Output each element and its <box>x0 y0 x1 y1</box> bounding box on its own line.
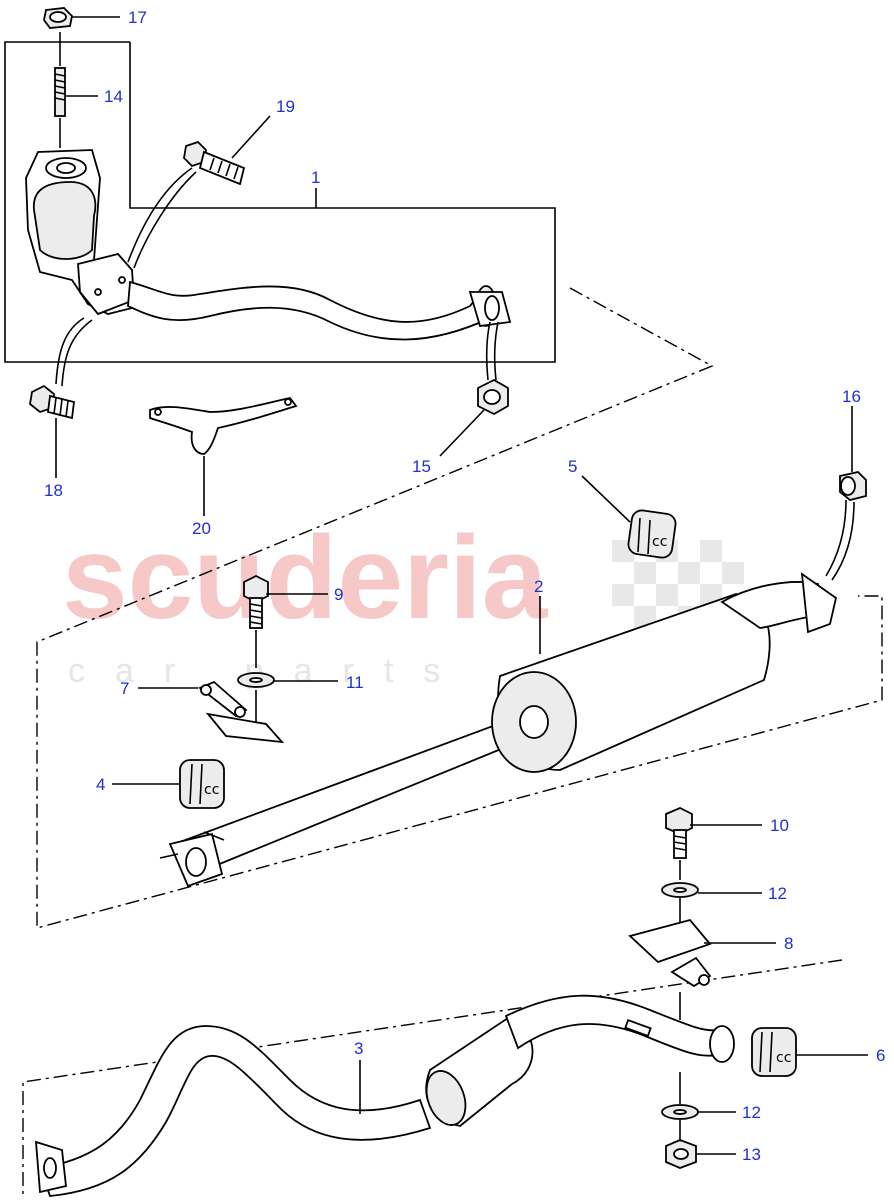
callout-13: 13 <box>742 1145 761 1164</box>
rubber-mounting-icon: cc <box>179 759 225 809</box>
nut-icon <box>43 7 73 29</box>
callout-11: 11 <box>346 673 364 692</box>
leader-18-a <box>55 317 85 385</box>
leader-16-b <box>831 501 855 581</box>
leader-19b <box>133 171 197 269</box>
callout-12-lower: 12 <box>742 1103 761 1122</box>
callout-16: 16 <box>842 387 861 406</box>
nut-icon <box>839 471 867 501</box>
callout-19: 19 <box>276 97 295 116</box>
callout-14: 14 <box>104 87 123 106</box>
callout-6: 6 <box>876 1046 885 1065</box>
callout-20: 20 <box>192 519 211 538</box>
callout-12-upper: 12 <box>768 884 787 903</box>
callout-1: 1 <box>311 168 320 187</box>
bolt-icon <box>243 574 269 629</box>
bolt-icon <box>183 140 246 186</box>
callout-numbers: 17 14 19 1 18 20 15 16 5 2 9 11 7 4 10 1… <box>44 8 885 1164</box>
callout-5: 5 <box>568 457 577 476</box>
callout-7: 7 <box>120 679 129 698</box>
rubber-mounting-icon: cc <box>751 1027 797 1077</box>
catalytic-converter-icon <box>25 149 135 316</box>
leader-15-a <box>485 321 491 381</box>
section-2-outline <box>36 287 883 929</box>
svg-text:cc: cc <box>652 534 667 550</box>
callout-2: 2 <box>534 577 543 596</box>
svg-text:cc: cc <box>776 1050 791 1066</box>
washer-icon <box>661 1104 699 1120</box>
flange-nut-icon <box>665 1139 697 1169</box>
callout-3: 3 <box>354 1039 363 1058</box>
callout-15: 15 <box>412 457 431 476</box>
centre-pipe-silencer-icon <box>34 994 735 1197</box>
group-1-outline <box>4 41 556 363</box>
washer-icon <box>237 672 275 688</box>
hanger-bracket-icon <box>628 918 712 988</box>
bolt-icon <box>29 384 75 420</box>
front-pipe-icon <box>127 280 512 341</box>
leader-15-b <box>493 321 499 381</box>
rubber-mounting-icon: cc <box>627 509 677 559</box>
leader-18-b <box>61 319 93 387</box>
hanger-bracket-icon <box>198 680 285 744</box>
callout-4: 4 <box>96 775 105 794</box>
svg-text:cc: cc <box>204 782 219 798</box>
bolt-icon <box>665 807 693 859</box>
bracket-icon <box>149 396 298 455</box>
silencer-assembly-icon <box>159 572 838 888</box>
callout-9: 9 <box>334 585 343 604</box>
stud-icon <box>54 67 66 117</box>
leader-19 <box>127 167 193 263</box>
leader-16-a <box>825 499 847 577</box>
nut-icon <box>477 378 509 416</box>
callout-8: 8 <box>784 934 793 953</box>
callout-10: 10 <box>770 816 789 835</box>
washer-icon <box>661 882 699 898</box>
watermark-brand: scuderia <box>62 512 549 644</box>
callout-leaders <box>55 16 868 1155</box>
callout-18: 18 <box>44 481 63 500</box>
callout-17: 17 <box>128 8 147 27</box>
